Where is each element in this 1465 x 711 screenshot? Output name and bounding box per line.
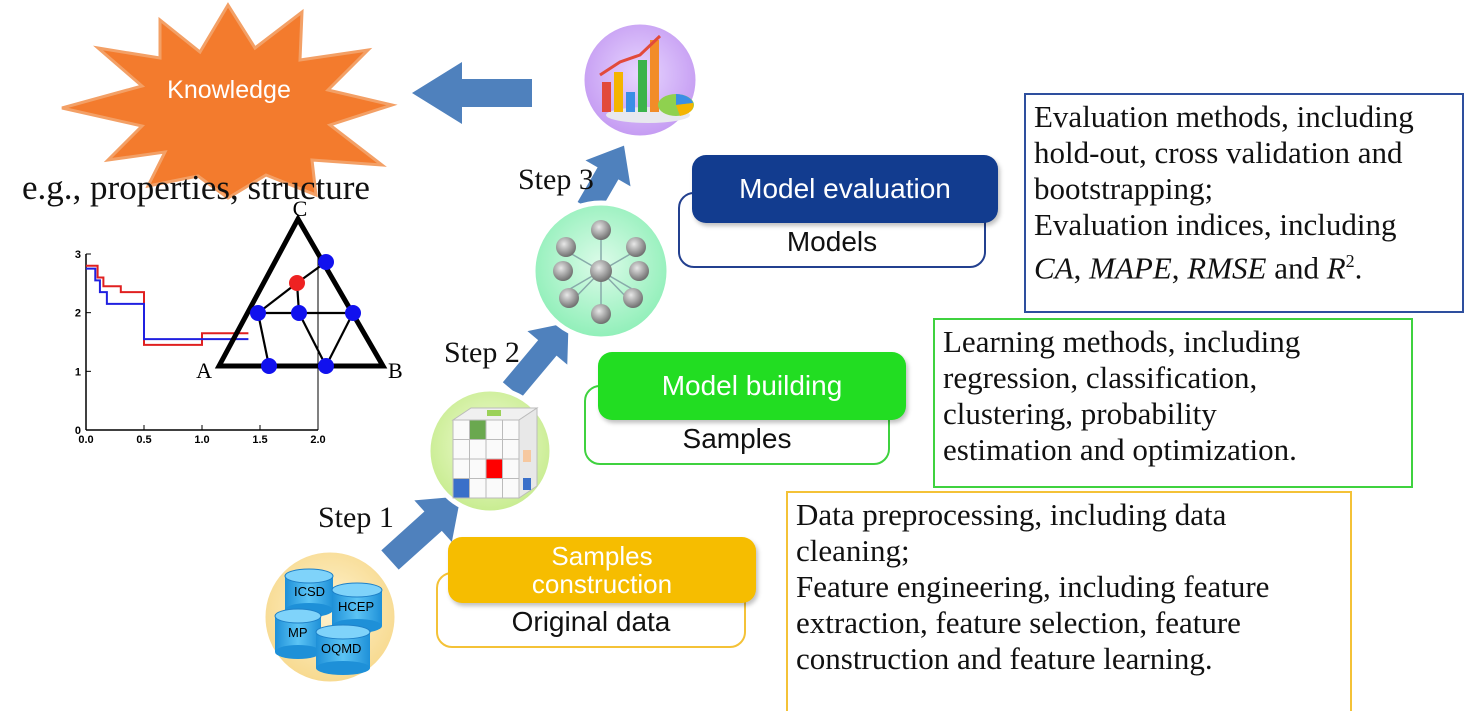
vertex-a-label: A	[196, 358, 212, 383]
x-tick-label: 1.5	[252, 434, 267, 446]
vertex-b-label: B	[388, 358, 403, 383]
ternary-point	[291, 305, 307, 321]
knowledge-starburst	[61, 2, 398, 200]
plot-series-group	[86, 264, 249, 346]
ternary-point	[261, 358, 277, 374]
building-header: Model building	[598, 352, 906, 420]
x-tick-label: 2.0	[310, 434, 325, 446]
plot-series-line-1	[86, 264, 249, 346]
ternary-point	[318, 254, 334, 270]
data-desc-line: construction and feature learning.	[796, 641, 1213, 676]
evaluation-circle	[579, 19, 701, 141]
ternary-point	[318, 358, 334, 374]
knowledge-arrow	[412, 62, 532, 124]
data-desc-line: Feature engineering, including feature	[796, 569, 1270, 604]
evaluation-desc-line: Evaluation indices, including	[1034, 207, 1397, 242]
y-tick-label: 2	[75, 308, 81, 320]
and-word: and	[1274, 250, 1319, 286]
data-description: Data preprocessing, including data clean…	[786, 491, 1352, 711]
knowledge-label: Knowledge	[167, 76, 291, 104]
construction-title-line1: Samples	[551, 541, 653, 571]
building-subtitle: Samples	[682, 423, 792, 454]
learning-desc-line: estimation and optimization.	[943, 432, 1297, 467]
step3-arrow	[577, 145, 631, 214]
construction-title-line2: construction	[531, 569, 673, 599]
index-ca: CA	[1034, 250, 1074, 286]
learning-desc-line: Learning methods, including	[943, 324, 1301, 359]
index-r: R	[1326, 250, 1346, 286]
data-desc-line: cleaning;	[796, 533, 910, 568]
construction-circle	[425, 386, 555, 516]
x-tick-label: 0.0	[78, 434, 93, 446]
building-circle	[530, 200, 672, 342]
index-r-superscript: 2	[1345, 251, 1355, 271]
construction-header: Samples construction	[448, 537, 756, 603]
evaluation-description: Evaluation methods, including hold-out, …	[1024, 93, 1464, 313]
learning-desc-line: clustering, probability	[943, 396, 1217, 431]
ternary-diagram	[214, 213, 388, 374]
db-mp-label: MP	[288, 625, 308, 640]
evaluation-header: Model evaluation	[692, 155, 998, 223]
db-oqmd-label: OQMD	[321, 641, 361, 656]
database-cylinders	[274, 568, 383, 675]
knowledge-example: e.g., properties, structure	[22, 168, 370, 207]
x-tick-label: 0.5	[136, 434, 151, 446]
ternary-point	[250, 305, 266, 321]
x-tick-label: 1.0	[194, 434, 209, 446]
evaluation-desc-line: bootstrapping;	[1034, 171, 1214, 206]
data-desc-line: extraction, feature selection, feature	[796, 605, 1241, 640]
evaluation-desc-line: Evaluation methods, including	[1034, 99, 1414, 134]
step2-label: Step 2	[444, 336, 520, 369]
y-tick-label: 3	[75, 249, 81, 261]
y-tick-label: 1	[75, 366, 81, 378]
vertex-c-label: C	[293, 196, 308, 221]
construction-subtitle: Original data	[511, 606, 671, 637]
evaluation-desc-line: hold-out, cross validation and	[1034, 135, 1403, 170]
ternary-triangle	[214, 213, 388, 369]
step1-label: Step 1	[318, 501, 394, 534]
step3-label: Step 3	[518, 163, 594, 196]
ternary-point-highlight	[289, 275, 305, 291]
phase-plot: 0.0 0.5 1.0 1.5 2.0 0 1 2 3	[75, 249, 326, 446]
y-tick-label: 0	[75, 425, 81, 437]
learning-desc-line: regression, classification,	[943, 360, 1258, 395]
plot-series-line-2	[86, 267, 249, 341]
plot-ticks-group: 0.0 0.5 1.0 1.5 2.0 0 1 2 3	[75, 249, 326, 446]
evaluation-title: Model evaluation	[739, 173, 951, 204]
evaluation-desc-indices: CA, MAPE, RMSE and R2.	[1034, 250, 1363, 286]
building-title: Model building	[661, 370, 843, 401]
db-icsd-label: ICSD	[294, 584, 325, 599]
step2-arrow	[502, 322, 569, 398]
evaluation-subtitle: Models	[786, 226, 878, 257]
ternary-point	[345, 305, 361, 321]
db-hcep-label: HCEP	[338, 599, 374, 614]
index-rmse: RMSE	[1187, 250, 1267, 286]
learning-description: Learning methods, including regression, …	[933, 318, 1413, 488]
step1-arrow	[381, 496, 461, 570]
data-desc-line: Data preprocessing, including data	[796, 497, 1227, 532]
index-mape: MAPE	[1089, 250, 1172, 286]
